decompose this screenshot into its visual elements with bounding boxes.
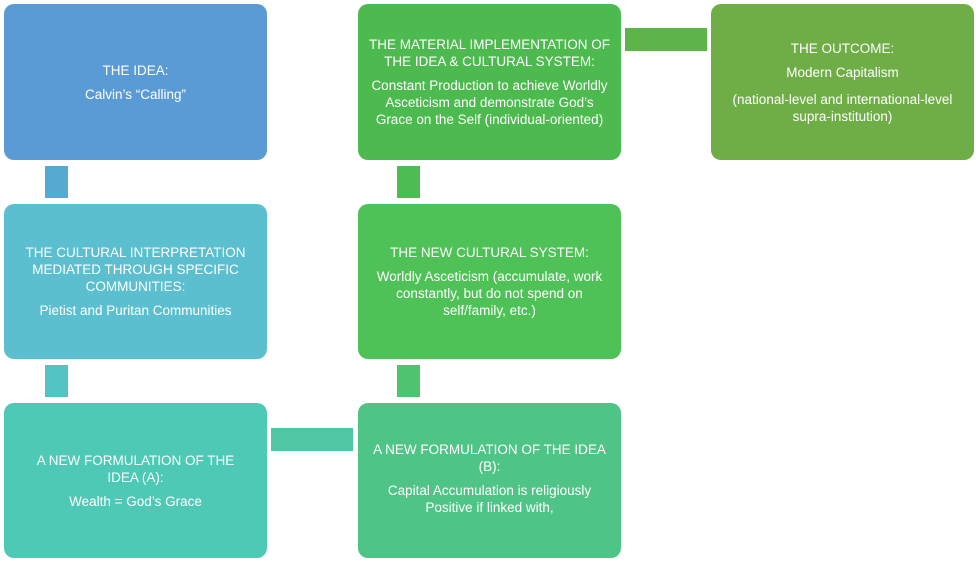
material-implementation-title: THE MATERIAL IMPLEMENTATION OF THE IDEA … <box>368 37 611 69</box>
new-cultural-system-box: THE NEW CULTURAL SYSTEM: Worldly Ascetic… <box>358 204 621 359</box>
material-implementation-box: THE MATERIAL IMPLEMENTATION OF THE IDEA … <box>358 4 621 160</box>
cultural-interpretation-body: Pietist and Puritan Communities <box>39 303 232 318</box>
formulation-b-body: Capital Accumulation is religiously Posi… <box>387 483 592 515</box>
outcome-note: (national-level and international-level … <box>732 91 953 124</box>
outcome-box: THE OUTCOME: Modern Capitalism (national… <box>711 4 974 160</box>
idea-title: THE IDEA: <box>102 62 169 78</box>
idea-box: THE IDEA: Calvin’s “Calling” <box>4 4 267 160</box>
idea-body: Calvin’s “Calling” <box>84 86 187 102</box>
cultural-interpretation-box: THE CULTURAL INTERPRETATION MEDIATED THR… <box>4 204 267 359</box>
formulation-a-box: A NEW FORMULATION OF THE IDEA (A): Wealt… <box>4 403 267 558</box>
formulation-a-title: A NEW FORMULATION OF THE IDEA (A): <box>36 452 235 485</box>
connector-new-cultural-system-to-material <box>397 166 420 198</box>
outcome-body: Modern Capitalism <box>786 64 899 80</box>
connector-interpretation-to-formulation-a <box>45 365 68 397</box>
connector-formulation-b-to-new-cultural-system <box>397 365 420 397</box>
formulation-a-body: Wealth = God’s Grace <box>69 493 202 509</box>
outcome-title: THE OUTCOME: <box>790 40 895 56</box>
formulation-b-box: A NEW FORMULATION OF THE IDEA (B): Capit… <box>358 403 621 558</box>
connector-idea-to-interpretation <box>45 166 68 198</box>
cultural-interpretation-title: THE CULTURAL INTERPRETATION MEDIATED THR… <box>25 245 246 294</box>
new-cultural-system-body: Worldly Asceticism (accumulate, work con… <box>376 269 603 318</box>
material-implementation-body: Constant Production to achieve Worldly A… <box>371 78 608 127</box>
formulation-b-title: A NEW FORMULATION OF THE IDEA (B): <box>373 442 606 474</box>
connector-material-to-outcome <box>625 28 707 51</box>
new-cultural-system-title: THE NEW CULTURAL SYSTEM: <box>390 245 589 260</box>
connector-formulation-a-to-formulation-b <box>271 428 353 451</box>
